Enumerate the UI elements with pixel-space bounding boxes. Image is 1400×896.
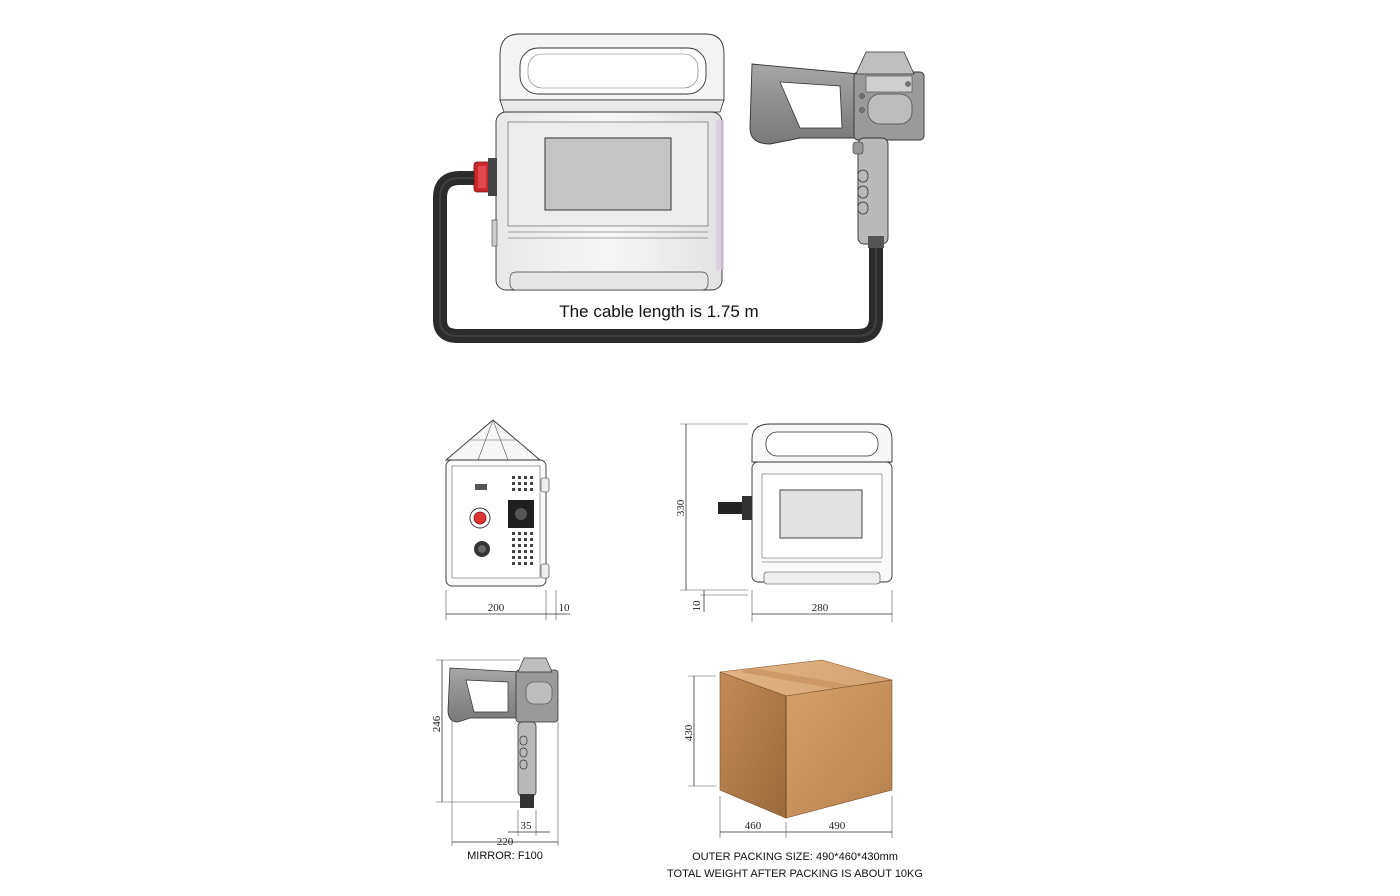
box-front <box>719 671 787 819</box>
red-connector <box>473 158 497 196</box>
box-height-dim: 430 <box>683 724 695 741</box>
box-width-dim: 490 <box>829 820 846 832</box>
main-unit <box>473 33 725 291</box>
side-width-dim: 200 <box>488 602 505 614</box>
gun-height-dim: 246 <box>431 715 443 732</box>
cable-length-caption: The cable length is 1.75 m <box>559 302 758 321</box>
gun-caption: MIRROR: F100 <box>467 850 543 862</box>
screen <box>544 137 672 211</box>
side-offset-dim: 10 <box>559 602 571 614</box>
box-side <box>785 679 893 819</box>
box-depth-dim: 460 <box>745 820 762 832</box>
main-assembly: The cable length is 1.75 m <box>433 33 925 343</box>
gun-grip-dim: 35 <box>521 820 533 832</box>
side-view: 200 10 <box>444 419 571 620</box>
gun-width-dim: 220 <box>497 836 514 848</box>
scan-gun <box>749 51 925 248</box>
gun-side-view: 246 35 220 MIRROR: F100 <box>431 657 559 862</box>
front-width-dim: 280 <box>812 602 829 614</box>
packing-box-view: 430 460 490 OUTER PACKING SIZE: 490*460*… <box>667 659 923 880</box>
packing-size-caption: OUTER PACKING SIZE: 490*460*430mm <box>692 851 898 863</box>
packing-weight-caption: TOTAL WEIGHT AFTER PACKING IS ABOUT 10KG <box>667 868 923 880</box>
front-view: 330 10 280 <box>675 423 893 622</box>
front-screen <box>779 489 863 539</box>
front-foot-dim: 10 <box>691 600 703 612</box>
front-height-dim: 330 <box>675 499 687 516</box>
